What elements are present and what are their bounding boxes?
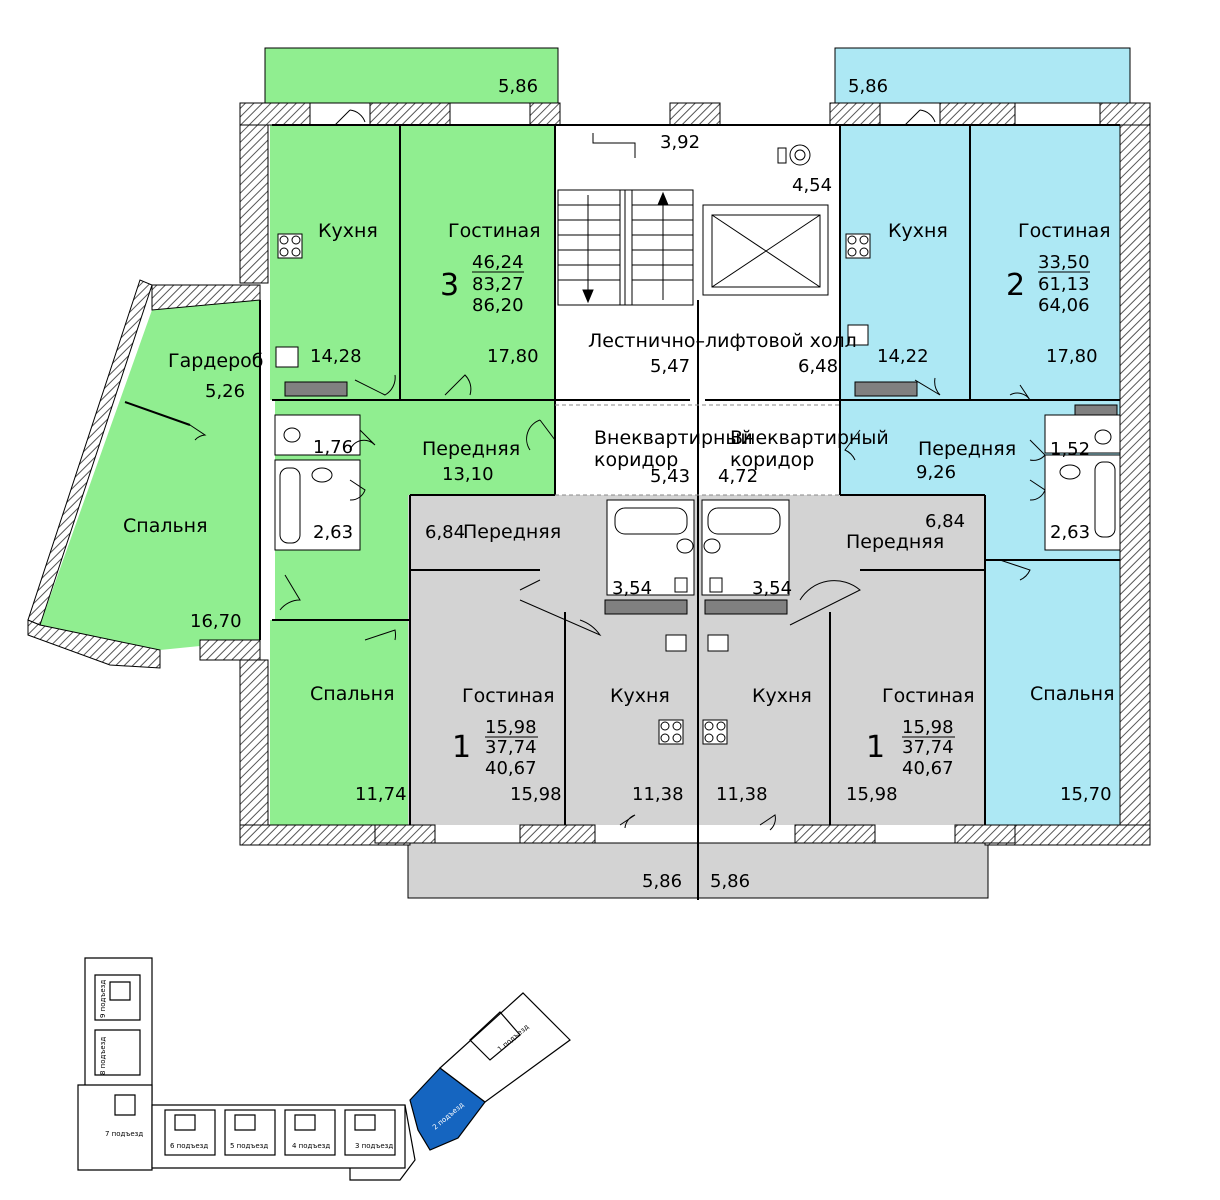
apt3-total-balcony-area: 86,20 [472,295,524,316]
room-label-bedroom2: Спальня [1030,683,1115,705]
area-bedroom3: 11,74 [355,784,407,805]
area-kitchen1-right: 11,38 [716,784,768,805]
room-label-living1-right: Гостиная [882,685,975,707]
area-hall3: 13,10 [442,464,494,485]
key-plan-section-9: 9 подъезд [99,980,107,1018]
key-plan-section-8: 8 подъезд [99,1037,107,1075]
area-hall2: 9,26 [916,462,956,483]
area-corridor-left: 5,43 [650,466,690,487]
room-label-hall3: Передняя [422,438,520,460]
corridor-boundary [555,404,840,496]
key-plan-section-7: 7 подъезд [105,1130,143,1138]
area-stair-top: 3,92 [660,132,700,153]
area-balcony-bottom-right: 5,86 [710,871,750,892]
apt1-right-living-area: 15,98 [902,717,954,738]
apt3-total-area: 83,27 [472,274,524,295]
area-bath1-right: 3,54 [752,578,792,599]
apt2-total-area: 61,13 [1038,274,1090,295]
key-plan-section-5: 5 подъезд [230,1142,268,1150]
area-living1-left: 15,98 [510,784,562,805]
room-label-kitchen1-left: Кухня [610,685,670,707]
apt1-right-total-area: 37,74 [902,737,954,758]
area-wardrobe: 5,26 [205,381,245,402]
balcony-top-right [834,47,1131,104]
area-bedroom2: 15,70 [1060,784,1112,805]
area-bath1-left: 3,54 [612,578,652,599]
room-label-kitchen2: Кухня [888,220,948,242]
area-kitchen3: 14,28 [310,346,362,367]
stair-lift [557,133,829,306]
room-label-wardrobe: Гардероб [168,350,264,372]
key-plan-section-3: 3 подъезд [355,1142,393,1150]
area-bath3: 2,63 [313,522,353,543]
apt2-total-balcony-area: 64,06 [1038,295,1090,316]
area-balcony-top-left: 5,86 [498,76,538,97]
area-kitchen2: 14,22 [877,346,929,367]
area-living3: 17,80 [487,346,539,367]
labels: 5,86 5,86 Кухня Гостиная 3 46,24 83,27 8… [123,76,1115,892]
area-corridor-right: 4,72 [718,466,758,487]
stove-icon [845,233,871,259]
room-label-hall1-right: Передняя [846,531,944,553]
area-hall1-left: 6,84 [425,522,465,543]
room-label-kitchen3: Кухня [318,220,378,242]
area-stair-right: 4,54 [792,175,832,196]
exterior-walls [27,102,1151,846]
apt2-number: 2 [1006,268,1025,303]
apt3-living-area [400,125,555,400]
area-bath2: 2,63 [1050,522,1090,543]
apt3-living-area: 46,24 [472,252,524,273]
room-label-corridor-right-1: Внеквартирный [730,427,889,449]
key-plan-section-4: 4 подъезд [292,1142,330,1150]
interior-walls [124,124,1120,900]
room-label-stair-hall: Лестнично–лифтовой холл [588,330,857,352]
apt1-right-total-balcony-area: 40,67 [902,758,954,779]
apt3-bedroom-area [270,620,410,825]
apt3-number: 3 [440,268,459,303]
area-stair-hall-right: 6,48 [798,356,838,377]
door-swings [189,109,1046,831]
room-label-living3: Гостиная [448,220,541,242]
room-label-corridor-right-2: коридор [730,449,814,471]
area-living2: 17,80 [1046,346,1098,367]
area-hall1-right: 6,84 [925,511,965,532]
room-label-kitchen1-right: Кухня [752,685,812,707]
area-wc2: 1,52 [1050,439,1090,460]
room-label-bedroom-big: Спальня [123,515,208,537]
apt1-left-total-area: 37,74 [485,737,537,758]
stove-icon [702,719,728,745]
stove-icon [658,719,684,745]
stove-icon [277,233,303,259]
room-fills [40,47,1131,899]
area-stair-hall-left: 5,47 [650,356,690,377]
apt2-living-area [970,125,1120,400]
area-bedroom-big: 16,70 [190,611,242,632]
key-plan [77,957,571,1181]
area-wc3: 1,76 [313,437,353,458]
room-label-corridor-left-1: Внеквартирный [594,427,753,449]
area-balcony-top-right: 5,86 [848,76,888,97]
area-living1-right: 15,98 [846,784,898,805]
room-label-hall1-left: Передняя [463,521,561,543]
area-kitchen1-left: 11,38 [632,784,684,805]
apt2-kitchen-area [840,125,970,400]
apt3-wardrobe-bedroom-area [40,300,260,650]
key-plan-section-6: 6 подъезд [170,1142,208,1150]
apt2-bedroom-area [985,560,1120,825]
area-balcony-bottom-left: 5,86 [642,871,682,892]
room-label-corridor-left-2: коридор [594,449,678,471]
room-label-living1-left: Гостиная [462,685,555,707]
apt1-left-total-balcony-area: 40,67 [485,758,537,779]
stove-icons [277,233,871,745]
room-label-hall2: Передняя [918,438,1016,460]
apt2-living-area: 33,50 [1038,252,1090,273]
bath-fixtures [275,324,1118,652]
apt1-left-number: 1 [452,730,471,765]
apt1-right-number: 1 [866,730,885,765]
apt1-left-living-area: 15,98 [485,717,537,738]
balcony-top-left [264,47,559,104]
room-label-bedroom3: Спальня [310,683,395,705]
room-label-living2: Гостиная [1018,220,1111,242]
